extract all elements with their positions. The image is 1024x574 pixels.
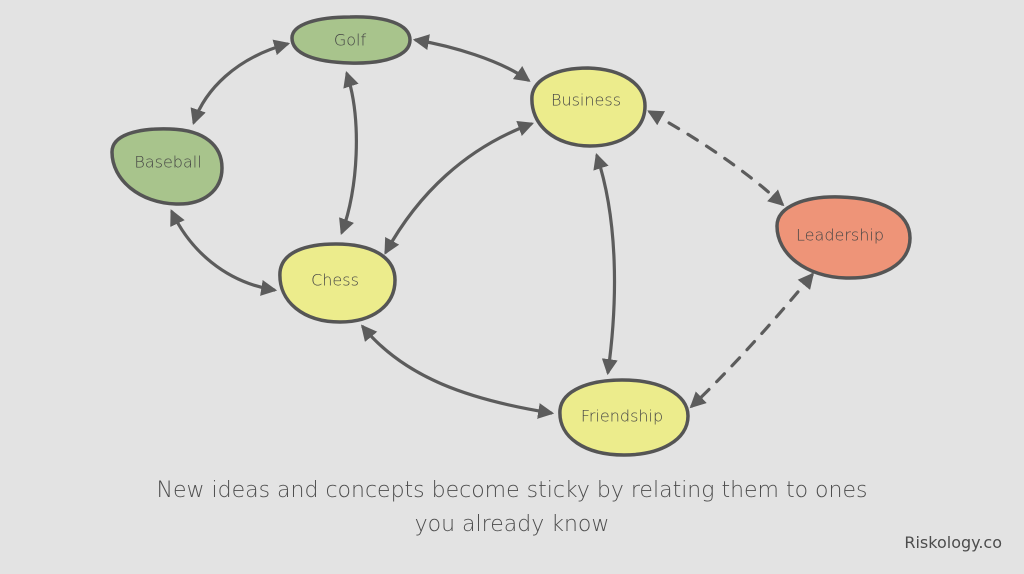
edge-baseball-chess [170, 209, 278, 296]
node-friendship-shape [558, 378, 690, 457]
node-business-shape [530, 66, 647, 148]
brand-text: Riskology.co [904, 533, 1002, 552]
node-business-label: Business [551, 91, 621, 110]
node-golf-shape [290, 15, 412, 65]
node-friendship-label: Friendship [581, 407, 663, 426]
node-friendship: Friendship [558, 378, 690, 457]
caption-line-2: you already know [414, 512, 610, 537]
edge-leadership-friendship [689, 272, 815, 409]
node-leadership: Leadership [775, 195, 912, 280]
node-leadership-label: Leadership [796, 226, 884, 245]
caption: New ideas and concepts become sticky by … [0, 474, 1024, 542]
edge-business-friendship [593, 152, 618, 376]
node-leadership-shape [775, 195, 912, 280]
node-baseball: Baseball [110, 127, 224, 206]
caption-line-1: New ideas and concepts become sticky by … [156, 478, 868, 503]
edges [170, 34, 815, 419]
node-business: Business [530, 66, 647, 148]
edge-golf-business [412, 34, 531, 82]
edge-business-chess [384, 120, 535, 255]
node-chess: Chess [278, 242, 397, 324]
node-baseball-shape [110, 127, 224, 206]
node-chess-shape [278, 242, 397, 324]
node-chess-label: Chess [311, 271, 359, 290]
edge-business-leadership [647, 110, 785, 207]
node-golf-label: Golf [334, 31, 367, 50]
node-baseball-label: Baseball [134, 153, 201, 172]
edge-chess-friendship [360, 324, 555, 419]
edge-golf-baseball [190, 39, 291, 126]
node-golf: Golf [290, 15, 412, 65]
edge-golf-chess [339, 70, 359, 235]
